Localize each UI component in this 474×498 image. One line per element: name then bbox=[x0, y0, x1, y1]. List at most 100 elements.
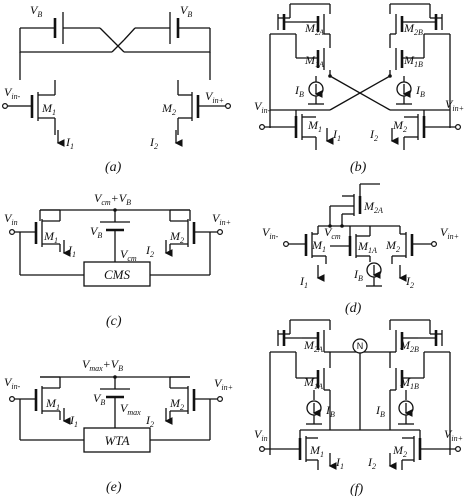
ib-source-left bbox=[308, 76, 324, 105]
cms-block-label: CMS bbox=[104, 267, 131, 282]
wta-block-label: WTA bbox=[104, 433, 129, 448]
vb-source-left bbox=[20, 12, 113, 44]
i2-label: I2 bbox=[145, 243, 154, 259]
transistor-m1 bbox=[259, 351, 319, 470]
i1-label: I1 bbox=[299, 274, 308, 290]
vin-minus-label: Vin- bbox=[4, 85, 21, 101]
m1-label: M1 bbox=[43, 229, 58, 245]
cross-wires bbox=[329, 75, 391, 111]
transistor-m1b bbox=[388, 34, 425, 78]
transistor-m1 bbox=[283, 226, 327, 264]
m2b-label: M2B bbox=[403, 21, 423, 37]
caption-d: (d) bbox=[345, 301, 362, 316]
i2-label: I2 bbox=[145, 413, 154, 429]
vb-label: VB bbox=[90, 224, 102, 240]
m1b-label: M1B bbox=[403, 53, 423, 69]
panel-d: M2A M1A Vcm Vin- M1 bbox=[262, 183, 459, 316]
m2-label: M2 bbox=[392, 443, 407, 459]
node-n bbox=[352, 338, 368, 354]
i2-label: I2 bbox=[369, 127, 378, 143]
i1-label: I1 bbox=[332, 127, 341, 143]
i1-label: I1 bbox=[65, 135, 74, 151]
vb-label: VB bbox=[93, 391, 105, 407]
panel-a: VB VB Vin- M1 I1 bbox=[1, 3, 232, 175]
ib-source bbox=[366, 256, 382, 287]
vb-left-label: VB bbox=[30, 3, 42, 19]
vmax-vb-top-label: Vmax+VB bbox=[82, 357, 123, 373]
cms-block bbox=[83, 261, 151, 287]
transistor-m1b bbox=[389, 352, 425, 391]
ib-source-right bbox=[398, 390, 414, 425]
vin-plus-label: Vin+ bbox=[444, 427, 463, 443]
m2a-label: M2A bbox=[303, 338, 323, 354]
caption-c: (c) bbox=[106, 314, 122, 329]
panel-e: Vmax+VB VB Vmax Vin- M1 I1 bbox=[4, 357, 233, 495]
vin-minus-label: Vin- bbox=[254, 99, 271, 115]
ib-left-label: IB bbox=[294, 83, 304, 99]
vin-minus-label: Vin- bbox=[262, 225, 279, 241]
node-n-label: N bbox=[357, 341, 364, 351]
transistor-m1 bbox=[259, 33, 330, 150]
vmax-label: Vmax bbox=[120, 401, 141, 417]
transistor-m2b bbox=[389, 319, 443, 353]
m1b-label: M1B bbox=[399, 375, 419, 391]
ib-source-right bbox=[396, 76, 412, 105]
wta-block bbox=[83, 427, 151, 453]
transistor-m2 bbox=[401, 351, 462, 470]
m2a-label: M2A bbox=[363, 199, 383, 215]
vin-plus-label: Vin+ bbox=[212, 211, 231, 227]
panel-f: M2A M1A IB bbox=[254, 319, 463, 497]
vb-source bbox=[100, 210, 130, 245]
ib-right-label: IB bbox=[375, 403, 385, 419]
ib-source-left bbox=[306, 390, 322, 425]
vin-plus-label: Vin+ bbox=[214, 376, 233, 392]
wire bbox=[124, 28, 211, 53]
i2-label: I2 bbox=[405, 274, 414, 290]
vin-plus-label: Vin+ bbox=[440, 225, 459, 241]
caption-b: (b) bbox=[350, 160, 367, 175]
transistor-m2 bbox=[390, 33, 462, 150]
transistor-m2 bbox=[177, 52, 232, 135]
i1-label: I1 bbox=[67, 243, 76, 259]
caption-e: (e) bbox=[106, 480, 122, 495]
i2-label: I2 bbox=[367, 455, 376, 471]
ib-left-label: IB bbox=[325, 403, 335, 419]
transistor-m1 bbox=[9, 209, 84, 276]
caption-a: (a) bbox=[105, 160, 122, 175]
transistor-m1 bbox=[1, 52, 56, 135]
vin-plus-label: Vin+ bbox=[205, 89, 224, 105]
panel-c: Vcm+VB VB Vcm Vin M1 bbox=[4, 191, 231, 329]
vin-minus-label: Vin bbox=[4, 211, 18, 227]
vcm-vb-top-label: Vcm+VB bbox=[94, 191, 131, 207]
vin-plus-label: Vin+ bbox=[445, 97, 464, 113]
i1-label: I1 bbox=[69, 413, 78, 429]
m2-label: M2 bbox=[169, 229, 184, 245]
m1-label: M1 bbox=[309, 443, 324, 459]
vcm-label: Vcm bbox=[324, 225, 341, 241]
ib-right-label: IB bbox=[415, 83, 425, 99]
caption-f: (f) bbox=[350, 482, 364, 497]
m1-label: M1 bbox=[307, 118, 322, 134]
m1-label: M1 bbox=[41, 101, 56, 117]
m1a-label: M1A bbox=[357, 239, 377, 255]
vin-minus-label: Vin bbox=[254, 427, 268, 443]
m1-label: M1 bbox=[45, 396, 60, 412]
transistor-m2 bbox=[391, 226, 438, 264]
transistor-m1 bbox=[9, 376, 84, 441]
vcm-label: Vcm bbox=[120, 247, 137, 263]
transistor-m2 bbox=[150, 376, 224, 441]
m2-label: M2 bbox=[392, 118, 407, 134]
m2b-label: M2B bbox=[399, 338, 419, 354]
transistor-m2a bbox=[277, 3, 331, 35]
transistor-m1a bbox=[295, 352, 331, 391]
wire bbox=[19, 28, 112, 53]
m2-label: M2 bbox=[169, 396, 184, 412]
transistor-m2a bbox=[277, 319, 331, 353]
transistor-m2a bbox=[329, 183, 380, 226]
m1a-label: M1A bbox=[303, 375, 323, 391]
vin-minus-label: Vin- bbox=[4, 375, 21, 391]
m2-label: M2 bbox=[161, 101, 176, 117]
ib-label: IB bbox=[353, 267, 363, 283]
vb-source-right bbox=[123, 12, 210, 44]
